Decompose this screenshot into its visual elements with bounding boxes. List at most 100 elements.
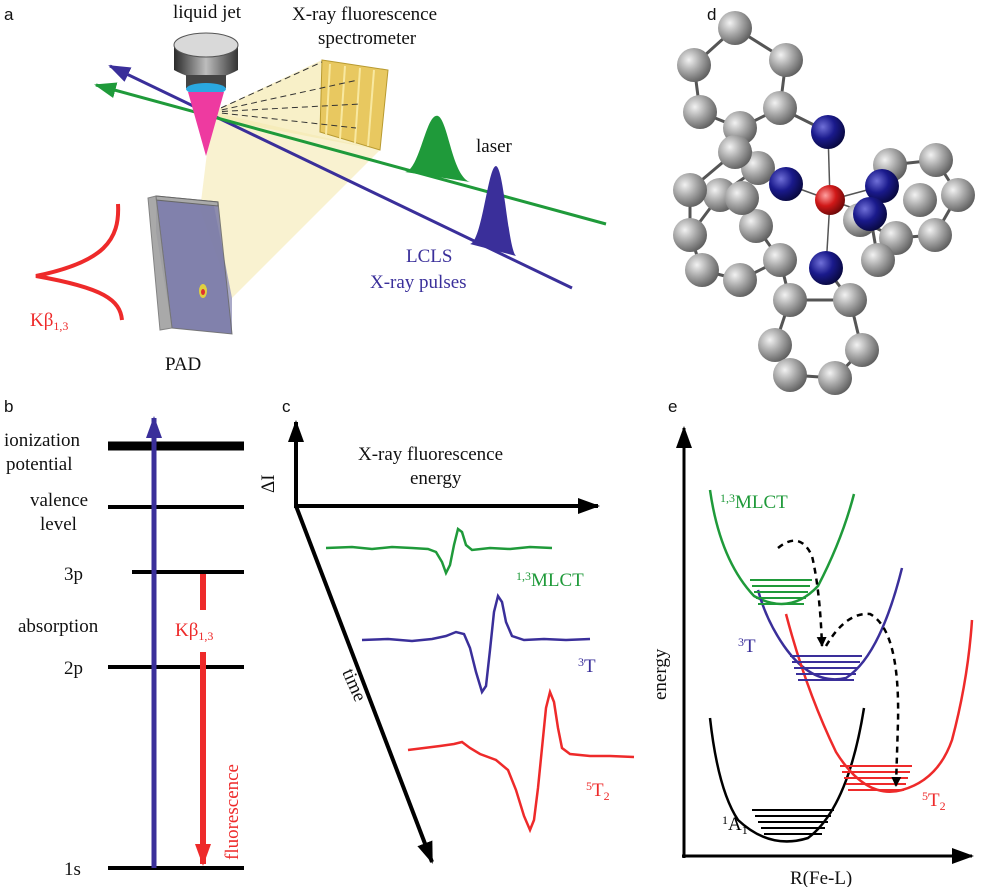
carbon-atom [718,11,752,45]
a1-label-e-sub: 1 [742,823,748,837]
level-3p-label: 3p [64,564,83,585]
lcls-label-line2: X-ray pulses [370,272,467,293]
t3-label-e-sup: 3 [738,635,744,649]
mlct-label-c: 1,3MLCT [516,569,584,591]
absorption-label: absorption [18,616,99,637]
fluorescence-cone-lower [200,112,380,298]
carbon-atom [861,243,895,277]
fluorescence-label: fluorescence [222,764,243,860]
panel-b: b ionization potential valence level 3p … [4,397,244,880]
spectrum-3t [361,592,591,695]
time-axis [294,505,434,864]
t52-label-c: 5T2 [586,779,610,803]
energy-axis-label-line1: X-ray fluorescence [358,444,503,465]
panel-e-letter: e [668,397,677,416]
kbeta-label-a-sub: 1,3 [53,319,68,333]
t52-label-e-sup: 5 [922,789,928,803]
carbon-atom [685,253,719,287]
panel-d-letter: d [707,5,716,24]
lcls-label-line1: LCLS [406,246,452,267]
kbeta-label-b-main: Kβ [175,620,198,641]
kbeta-spectrum-curve [35,203,124,321]
time-axis-label: time [337,665,370,704]
carbon-atom [833,283,867,317]
valence-label-line1: valence [30,490,88,511]
distance-label-e: R(Fe-L) [790,868,852,887]
laser-pulse [405,115,470,182]
carbon-atom [763,243,797,277]
carbon-atom [845,333,879,367]
panel-e: e energy R(Fe-L) 1,3MLCT 3T 5T2 1A1 [650,397,974,887]
t52-label-c-sub: 2 [604,789,610,803]
t3-label-e-main: T [744,636,756,657]
spectrum-mlct [325,526,553,577]
curve-1a1 [708,707,866,843]
panel-b-letter: b [4,397,13,416]
carbon-atom [773,283,807,317]
panel-d: d [673,5,975,395]
liquid-jet-nozzle [173,32,239,156]
panel-a-letter: a [4,5,14,24]
transition-mlct-to-3t [777,539,827,647]
t52-label-e: 5T2 [922,789,946,813]
pad-detector [147,195,233,335]
carbon-atom [758,328,792,362]
transition-3t-to-5t2 [824,612,902,787]
mlct-label-c-main: MLCT [531,570,584,591]
level-2p-label: 2p [64,658,83,679]
liquid-jet-label: liquid jet [173,2,242,23]
a1-label-e-sup: 1 [722,813,728,827]
nitrogen-atom [769,167,803,201]
energy-axis-label-line2: energy [410,468,462,489]
t52-label-c-main: T [592,780,604,801]
panel-a: a [4,2,607,375]
t52-label-e-main: T [928,790,940,811]
mlct-label-e-sup: 1,3 [720,491,735,505]
ionization-label-line2: potential [6,454,72,475]
carbon-atom [673,173,707,207]
carbon-atom [918,218,952,252]
energy-label-e: energy [650,648,671,700]
spectrum-5t2 [407,687,635,834]
carbon-atom [683,95,717,129]
kbeta-label-b: Kβ1,3 [175,620,213,643]
pad-label: PAD [165,354,201,375]
t3-label-c-sup: 3 [578,655,584,669]
panel-c: c ΔI X-ray fluorescence energy time 1,3M… [258,397,635,864]
nitrogen-atom [853,197,887,231]
t3-label-c: 3T [578,655,596,677]
carbon-atom [818,361,852,395]
vibrational-levels [750,579,912,835]
carbon-atom [723,263,757,297]
fe-complex-molecule [673,11,975,395]
spectrometer-crystal [319,59,389,151]
carbon-atom [673,218,707,252]
delta-i-label: ΔI [258,474,279,493]
t3-label-e: 3T [738,635,756,657]
mlct-label-e: 1,3MLCT [720,491,788,513]
nitrogen-atom [811,115,845,149]
valence-label-line2: level [40,514,77,535]
carbon-atom [718,135,752,169]
kbeta-label-a-main: Kβ [30,310,53,331]
carbon-atom [941,178,975,212]
laser-label: laser [476,136,513,157]
t52-label-c-sup: 5 [586,779,592,793]
nitrogen-atom [809,251,843,285]
carbon-atom [773,358,807,392]
carbon-atom [739,209,773,243]
nitrogen-atom [865,169,899,203]
laser-beam [94,82,607,226]
carbon-atom [763,91,797,125]
mlct-label-c-sup: 1,3 [516,569,531,583]
carbon-atom [677,48,711,82]
kbeta-label-b-sub: 1,3 [198,629,213,643]
t52-label-e-sub: 2 [940,799,946,813]
ionization-label-line1: ionization [4,430,80,451]
t3-label-c-main: T [584,656,596,677]
lcls-xray-beam [108,64,573,290]
carbon-atom [919,143,953,177]
a1-label-e-main: A [728,814,742,835]
spectrometer-label-line1: X-ray fluorescence [292,4,437,25]
